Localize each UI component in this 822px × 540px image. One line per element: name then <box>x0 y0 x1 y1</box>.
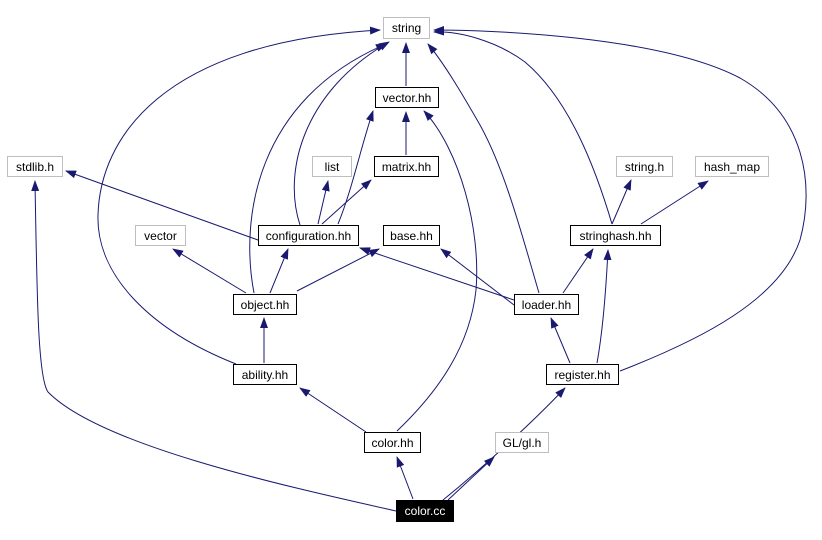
edge-stringhash_hh-string <box>433 27 613 225</box>
edge-ability_hh-string <box>97 26 381 365</box>
edge-configuration_hh-list <box>317 180 330 225</box>
node-stringhash_hh[interactable]: stringhash.hh <box>570 225 661 246</box>
edge-loader_hh-string <box>427 43 540 294</box>
node-color_cc: color.cc <box>396 500 454 522</box>
node-color_hh[interactable]: color.hh <box>364 432 421 453</box>
edge-color_hh-ability_hh <box>299 387 367 433</box>
edge-configuration_hh-string <box>293 41 390 226</box>
node-base_hh[interactable]: base.hh <box>383 225 440 246</box>
node-matrix_hh[interactable]: matrix.hh <box>374 156 439 177</box>
node-stdlib_h: stdlib.h <box>7 156 63 177</box>
edge-configuration_hh-matrix_hh <box>321 179 372 225</box>
edge-object_hh-string <box>249 43 387 294</box>
node-string_h: string.h <box>616 156 673 177</box>
edge-loader_hh-stringhash_hh <box>562 248 594 294</box>
node-vector_hh[interactable]: vector.hh <box>375 87 439 108</box>
edge-color_hh-vector_hh <box>396 110 478 432</box>
edge-register_hh-stringhash_hh <box>596 249 612 364</box>
node-vector: vector <box>135 225 186 246</box>
edge-object_hh-vector <box>172 248 247 294</box>
edge-color_cc-gl_gl_h <box>447 456 495 501</box>
edge-register_hh-string <box>433 26 807 372</box>
node-register_hh[interactable]: register.hh <box>546 364 619 385</box>
edge-object_hh-configuration_hh <box>269 248 289 294</box>
edge-loader_hh-base_hh <box>440 248 515 306</box>
node-list: list <box>312 156 352 177</box>
edge-configuration_hh-vector_hh <box>337 110 374 225</box>
node-string: string <box>383 17 430 39</box>
edge-object_hh-base_hh <box>296 248 380 292</box>
node-object_hh[interactable]: object.hh <box>233 294 297 315</box>
node-configuration_hh[interactable]: configuration.hh <box>258 225 359 246</box>
edge-color_cc-stdlib_h <box>31 180 397 512</box>
edge-configuration_hh-stdlib_h <box>65 170 259 241</box>
node-ability_hh[interactable]: ability.hh <box>233 364 297 385</box>
edge-loader_hh-configuration_hh <box>359 247 515 301</box>
edge-register_hh-loader_hh <box>550 317 571 364</box>
edge-stringhash_hh-hash_map <box>640 180 709 225</box>
node-gl_gl_h: GL/gl.h <box>495 432 549 453</box>
node-hash_map: hash_map <box>695 156 769 177</box>
node-loader_hh[interactable]: loader.hh <box>514 294 579 315</box>
edge-stringhash_hh-string_h <box>611 179 632 225</box>
edge-color_cc-color_hh <box>396 456 414 500</box>
